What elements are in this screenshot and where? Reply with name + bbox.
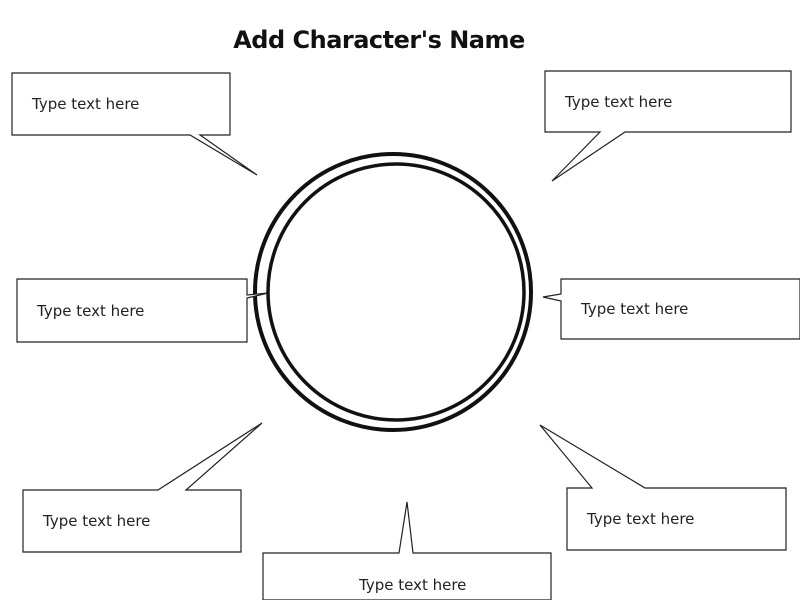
callout-top-left[interactable] [11,72,258,176]
callout-bottom-right[interactable] [539,424,787,551]
character-name-title[interactable]: Add Character's Name [233,26,525,54]
callout-text-bottom-left[interactable]: Type text here [43,512,151,530]
callout-bottom-left[interactable] [22,422,263,553]
callout-middle-left[interactable] [16,278,269,343]
callout-text-middle-left[interactable]: Type text here [37,302,145,320]
character-circle-inner [266,162,526,422]
callout-bottom-center[interactable] [262,501,552,600]
callout-top-right[interactable] [544,70,792,182]
character-circle-outer[interactable] [253,152,533,432]
callout-text-bottom-center[interactable]: Type text here [359,576,467,594]
callout-text-top-right[interactable]: Type text here [565,93,673,111]
callout-middle-right[interactable] [542,278,800,340]
callout-text-middle-right[interactable]: Type text here [581,300,689,318]
callout-text-bottom-right[interactable]: Type text here [587,510,695,528]
callout-text-top-left[interactable]: Type text here [32,95,140,113]
